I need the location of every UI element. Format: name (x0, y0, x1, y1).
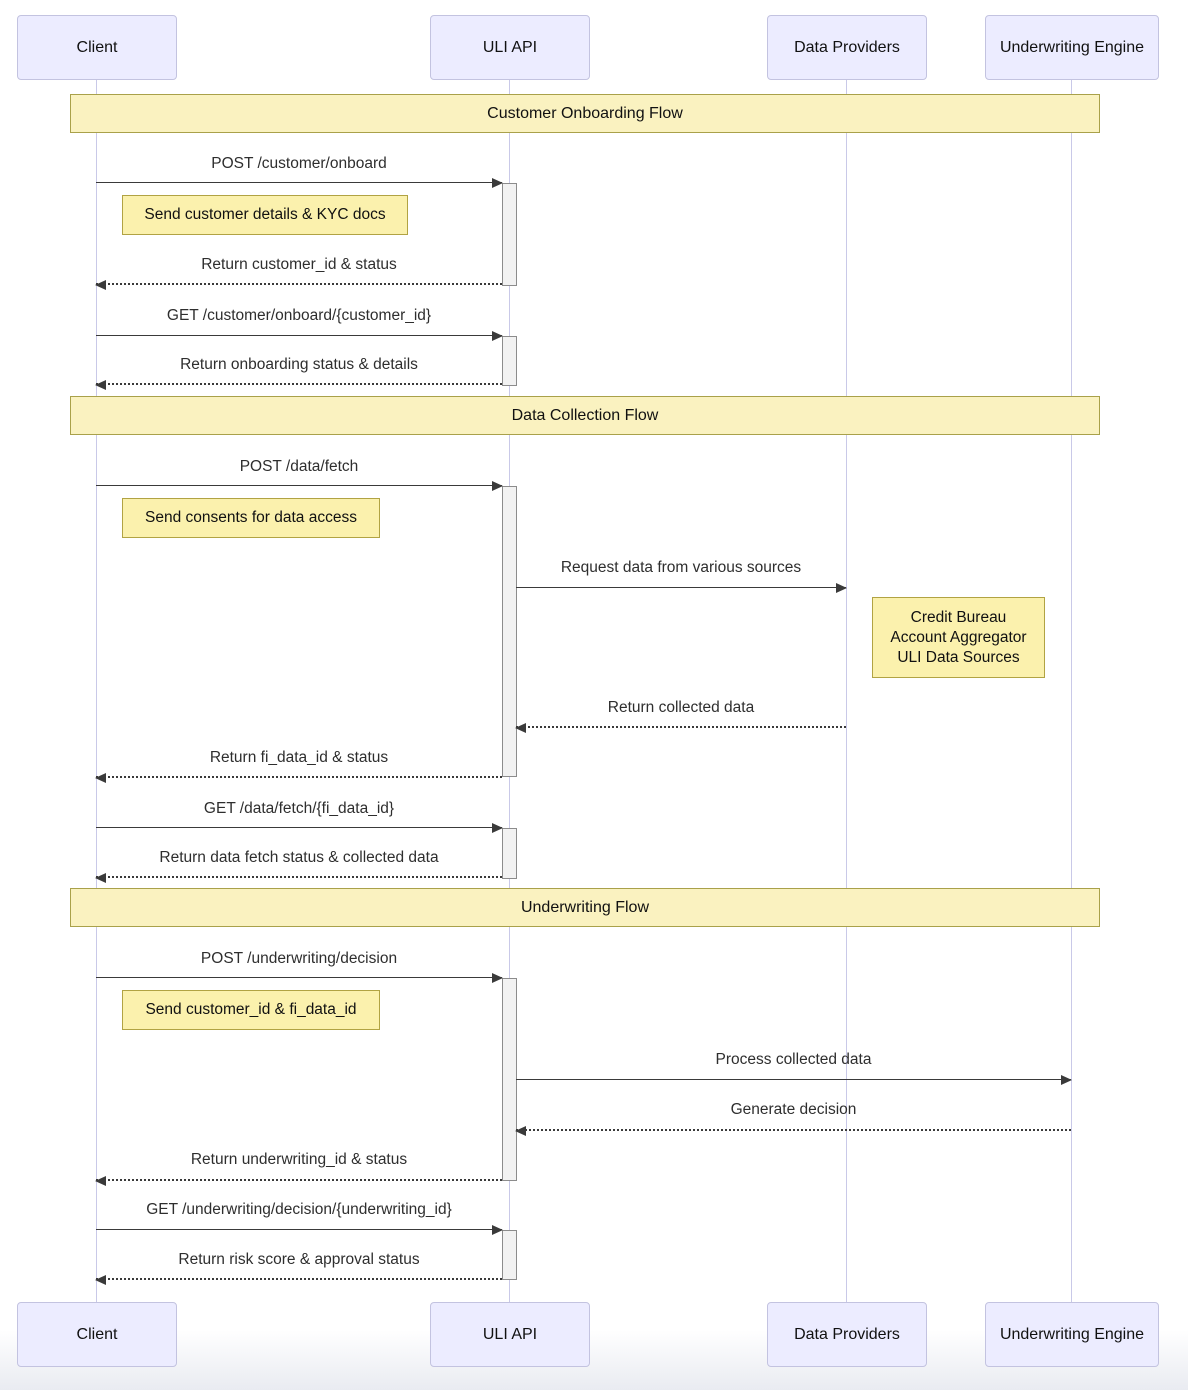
arrowhead-icon (492, 331, 503, 341)
actor-label: Client (76, 1325, 118, 1343)
actor-data-providers-bottom: Data Providers (767, 1302, 927, 1367)
actor-uli-api-top: ULI API (430, 15, 590, 80)
actor-uli-api-bottom: ULI API (430, 1302, 590, 1367)
arrowhead-icon (492, 823, 503, 833)
message-label: GET /data/fetch/{fi_data_id} (203, 800, 395, 817)
lifeline-data-providers (846, 79, 847, 1303)
message-label: GET /underwriting/decision/{underwriting… (146, 1201, 452, 1218)
note-text: Send customer details & KYC docs (144, 206, 386, 223)
actor-client-bottom: Client (17, 1302, 177, 1367)
lifeline-underwriting-engine (1071, 79, 1072, 1303)
actor-client-top: Client (17, 15, 177, 80)
arrowhead-icon (95, 1275, 106, 1285)
arrowhead-icon (492, 481, 503, 491)
note-text-line: ULI Data Sources (897, 648, 1020, 666)
arrowhead-icon (515, 1126, 526, 1136)
actor-label: Client (76, 38, 118, 56)
activation-bar (502, 1230, 517, 1280)
section-title: Data Collection Flow (511, 406, 659, 424)
message-label: Return risk score & approval status (178, 1251, 420, 1268)
message-label: Generate decision (730, 1101, 857, 1118)
message-label: Process collected data (715, 1051, 872, 1068)
message-arrow (515, 1126, 1071, 1136)
actor-underwriting-engine-top: Underwriting Engine (985, 15, 1159, 80)
message-label: POST /underwriting/decision (200, 950, 398, 967)
message-arrow (96, 178, 503, 188)
note-text: Send customer_id & fi_data_id (145, 1001, 357, 1018)
activation-bar (502, 828, 517, 879)
actor-label: Data Providers (794, 38, 900, 56)
section-banner-customer-onboarding: Customer Onboarding Flow (70, 94, 1100, 133)
actor-data-providers-top: Data Providers (767, 15, 927, 80)
note-text-line: Account Aggregator (890, 628, 1027, 646)
actor-label: Underwriting Engine (999, 38, 1145, 56)
message-arrow (96, 481, 503, 491)
message-arrow (96, 1225, 503, 1235)
message-arrow (516, 583, 847, 593)
arrowhead-icon (95, 380, 106, 390)
message-arrow (95, 773, 502, 783)
message-arrow (95, 873, 502, 883)
message-label: Return customer_id & status (201, 256, 397, 273)
arrowhead-icon (492, 178, 503, 188)
activation-bar (502, 183, 517, 286)
message-label: POST /data/fetch (239, 458, 359, 475)
note-send-customer-details: Send customer details & KYC docs (122, 195, 408, 235)
message-label: Return underwriting_id & status (190, 1151, 408, 1168)
message-label: Request data from various sources (560, 559, 802, 576)
note-text-line: Credit Bureau (910, 608, 1007, 626)
message-label: POST /customer/onboard (211, 155, 387, 172)
message-label: Return collected data (607, 699, 755, 716)
message-label: Return data fetch status & collected dat… (159, 849, 439, 866)
message-label: Return fi_data_id & status (209, 749, 389, 766)
message-arrow (515, 723, 846, 733)
actor-label: ULI API (482, 1325, 538, 1343)
note-send-consents: Send consents for data access (122, 498, 380, 538)
arrowhead-icon (492, 1225, 503, 1235)
note-data-sources: Credit Bureau Account Aggregator ULI Dat… (872, 597, 1045, 678)
message-arrow (96, 973, 503, 983)
arrowhead-icon (1061, 1075, 1072, 1085)
message-arrow (95, 280, 502, 290)
actor-label: ULI API (482, 38, 538, 56)
actor-underwriting-engine-bottom: Underwriting Engine (985, 1302, 1159, 1367)
message-arrow (95, 380, 502, 390)
note-text: Send consents for data access (145, 509, 357, 526)
message-arrow (96, 823, 503, 833)
arrowhead-icon (95, 280, 106, 290)
message-label: Return onboarding status & details (180, 356, 418, 373)
lifeline-client (96, 79, 97, 1303)
activation-bar (502, 486, 517, 777)
actor-label: Underwriting Engine (999, 1325, 1145, 1343)
section-title: Customer Onboarding Flow (487, 104, 683, 122)
actor-label: Data Providers (794, 1325, 900, 1343)
activation-bar (502, 978, 517, 1181)
section-banner-underwriting: Underwriting Flow (70, 888, 1100, 927)
note-send-ids: Send customer_id & fi_data_id (122, 990, 380, 1030)
message-arrow (95, 1176, 502, 1186)
activation-bar (502, 336, 517, 386)
message-label: GET /customer/onboard/{customer_id} (166, 307, 432, 324)
arrowhead-icon (492, 973, 503, 983)
arrowhead-icon (95, 773, 106, 783)
arrowhead-icon (95, 873, 106, 883)
message-arrow (95, 1275, 502, 1285)
section-banner-data-collection: Data Collection Flow (70, 396, 1100, 435)
message-arrow (516, 1075, 1072, 1085)
arrowhead-icon (95, 1176, 106, 1186)
message-arrow (96, 331, 503, 341)
arrowhead-icon (836, 583, 847, 593)
section-title: Underwriting Flow (520, 898, 650, 916)
arrowhead-icon (515, 723, 526, 733)
